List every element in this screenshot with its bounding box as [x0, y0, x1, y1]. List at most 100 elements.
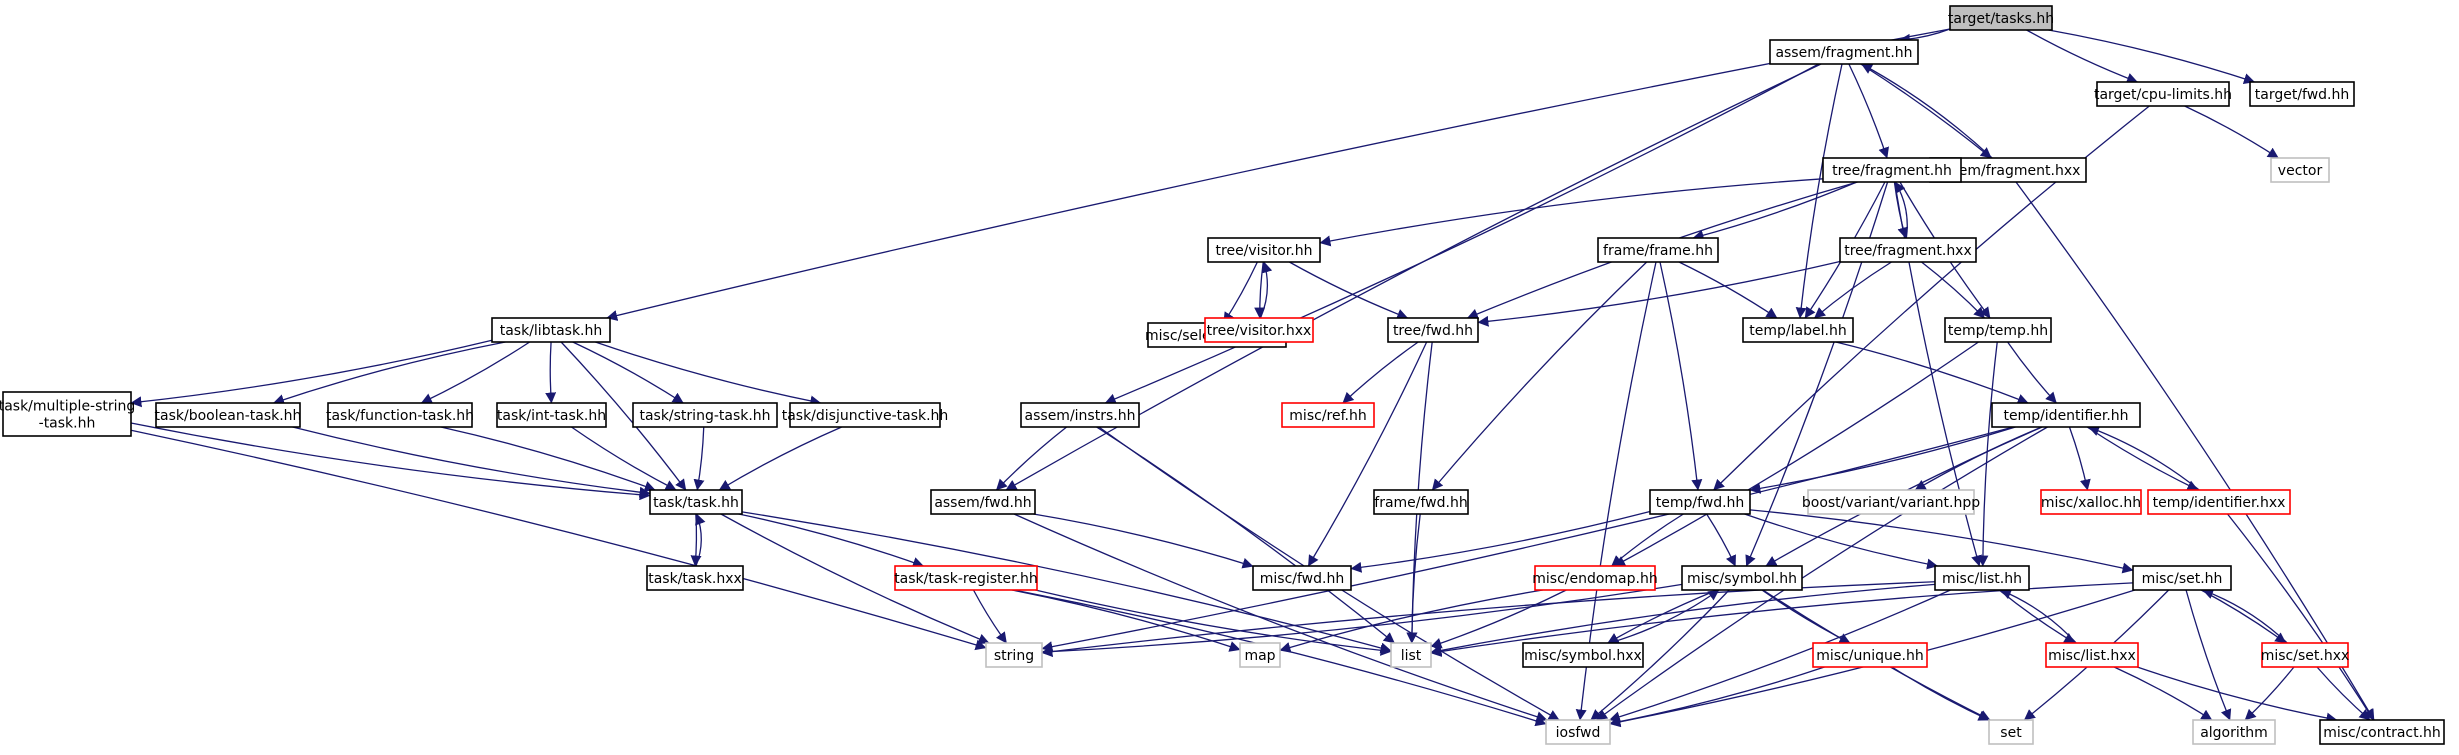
node-task-string[interactable]: task/string-task.hh [632, 402, 778, 428]
node-target-cpu[interactable]: target/cpu-limits.hh [2094, 81, 2232, 107]
edge-frame-fwd-to-list [1406, 513, 1421, 644]
node-label: misc/set.hh [2142, 571, 2223, 587]
node-misc-endomap[interactable]: misc/endomap.hh [1532, 565, 1658, 591]
node-label: frame/fwd.hh [1374, 495, 1467, 511]
node-misc-set[interactable]: misc/set.hh [2132, 565, 2232, 591]
node-box [1373, 489, 1469, 515]
node-tree-visitor-hxx[interactable]: tree/visitor.hxx [1204, 317, 1314, 343]
node-label: misc/list.hh [1942, 571, 2022, 587]
node-temp-temp[interactable]: temp/temp.hh [1944, 317, 2052, 343]
node-box [496, 402, 607, 428]
edge-temp-temp-to-temp-identifier [2007, 341, 2057, 404]
node-tree-fragment-hxx[interactable]: tree/fragment.hxx [1839, 237, 1977, 263]
node-box [649, 489, 743, 515]
node-temp-identifier[interactable]: temp/identifier.hh [1991, 402, 2141, 428]
edge-task-function-to-task-task [440, 426, 656, 492]
node-label: task/function-task.hh [326, 408, 474, 424]
node-label: temp/fwd.hh [1656, 495, 1745, 511]
node-box [1020, 402, 1140, 428]
edge-assem-instrs-to-assem-fwd [995, 426, 1068, 491]
node-misc-symbol[interactable]: misc/symbol.hh [1681, 565, 1803, 591]
node-misc-fwd[interactable]: misc/fwd.hh [1252, 565, 1352, 591]
node-misc-set-hxx[interactable]: misc/set.hxx [2261, 642, 2350, 668]
node-box [1204, 317, 1314, 343]
node-label: misc/symbol.hxx [1524, 648, 1642, 664]
node-tree-visitor[interactable]: tree/visitor.hh [1207, 237, 1321, 263]
edge-misc-list-to-misc-list-hxx [1998, 589, 2076, 644]
node-assem-fwd[interactable]: assem/fwd.hh [930, 489, 1036, 515]
node-box [2270, 157, 2330, 183]
node-assem-instrs[interactable]: assem/instrs.hh [1020, 402, 1140, 428]
node-tree-fragment[interactable]: tree/fragment.hh [1822, 157, 1962, 183]
node-assem-fragment[interactable]: assem/fragment.hh [1769, 39, 1919, 65]
node-box [2096, 81, 2230, 107]
node-task-disjunctive[interactable]: task/disjunctive-task.hh [782, 402, 949, 428]
node-box [1390, 642, 1432, 668]
node-misc-ref[interactable]: misc/ref.hh [1281, 402, 1375, 428]
node-label: task/libtask.hh [500, 323, 603, 339]
node-misc-unique[interactable]: misc/unique.hh [1812, 642, 1928, 668]
edge-tree-fwd-to-misc-ref [1342, 341, 1419, 404]
node-misc-xalloc[interactable]: misc/xalloc.hh [2040, 489, 2142, 515]
edge-target-tasks-to-target-cpu [2026, 29, 2138, 84]
node-task-int[interactable]: task/int-task.hh [496, 402, 607, 428]
edge-temp-identifier-to-string [1041, 426, 2014, 653]
node-label: iosfwd [1556, 725, 1601, 741]
node-map: map [1239, 642, 1281, 668]
node-box [2249, 81, 2355, 107]
node-temp-label[interactable]: temp/label.hh [1742, 317, 1854, 343]
node-temp-fwd[interactable]: temp/fwd.hh [1649, 489, 1751, 515]
edge-temp-identifier-hxx-to-misc-contract [2226, 513, 2375, 721]
node-box [2132, 565, 2232, 591]
edge-task-task-to-list [741, 511, 1392, 654]
node-task-libtask[interactable]: task/libtask.hh [491, 317, 611, 343]
node-misc-list[interactable]: misc/list.hh [1934, 565, 2030, 591]
node-box [1522, 642, 1644, 668]
node-target-fwd[interactable]: target/fwd.hh [2249, 81, 2355, 107]
edge-misc-list-to-iosfwd [1608, 589, 1951, 723]
edge-temp-temp-to-misc-list [1977, 341, 1998, 567]
node-misc-contract[interactable]: misc/contract.hh [2319, 719, 2445, 745]
edge-tree-fragment-to-misc-list [1894, 181, 1982, 567]
node-label: target/tasks.hh [1948, 11, 2054, 27]
node-task-task[interactable]: task/task.hh [649, 489, 743, 515]
edge-misc-endomap-to-list [1430, 589, 1567, 649]
edge-task-task-to-string [720, 513, 990, 645]
node-box [2261, 642, 2349, 668]
node-label: temp/label.hh [1749, 323, 1846, 339]
edge-target-tasks-to-task-libtask [606, 28, 1951, 321]
node-frame-frame[interactable]: frame/frame.hh [1597, 237, 1719, 263]
node-task-function[interactable]: task/function-task.hh [326, 402, 474, 428]
node-box [1807, 489, 1975, 515]
node-task-register[interactable]: task/task-register.hh [894, 565, 1038, 591]
node-task-multiple[interactable]: task/multiple-string-task.hh [0, 391, 135, 437]
edge-misc-set-to-misc-set-hxx [2200, 589, 2287, 644]
edge-task-task-to-task-register [738, 513, 924, 568]
node-box [155, 402, 301, 428]
node-box [2147, 489, 2291, 515]
edge-temp-fwd-to-misc-set [1749, 509, 2134, 574]
node-misc-list-hxx[interactable]: misc/list.hxx [2045, 642, 2139, 668]
node-misc-symbol-hxx[interactable]: misc/symbol.hxx [1522, 642, 1644, 668]
node-task-boolean[interactable]: task/boolean-task.hh [155, 402, 302, 428]
node-label: task/task.hxx [648, 571, 742, 587]
node-task-task-hxx[interactable]: task/task.hxx [646, 565, 744, 591]
edge-task-libtask-to-task-function [420, 341, 531, 404]
node-box [327, 402, 473, 428]
node-frame-fwd[interactable]: frame/fwd.hh [1373, 489, 1469, 515]
node-tree-fwd[interactable]: tree/fwd.hh [1387, 317, 1479, 343]
edge-misc-unique-to-set [1891, 666, 1990, 721]
edge-temp-fwd-to-misc-fwd [1350, 510, 1651, 573]
node-temp-identifier-hxx[interactable]: temp/identifier.hxx [2147, 489, 2291, 515]
node-label: target/cpu-limits.hh [2094, 87, 2232, 103]
edge-task-libtask-to-task-int [545, 341, 557, 404]
node-algorithm: algorithm [2192, 719, 2276, 745]
node-label: task/string-task.hh [639, 408, 770, 424]
node-box [2192, 719, 2276, 745]
edge-frame-frame-to-frame-fwd [1431, 261, 1648, 491]
node-label: map [1244, 648, 1275, 664]
node-box [1534, 565, 1656, 591]
edge-tree-visitor-to-misc-select-const [1223, 261, 1258, 324]
node-target-tasks[interactable]: target/tasks.hh [1948, 5, 2054, 31]
node-box [2, 391, 132, 437]
